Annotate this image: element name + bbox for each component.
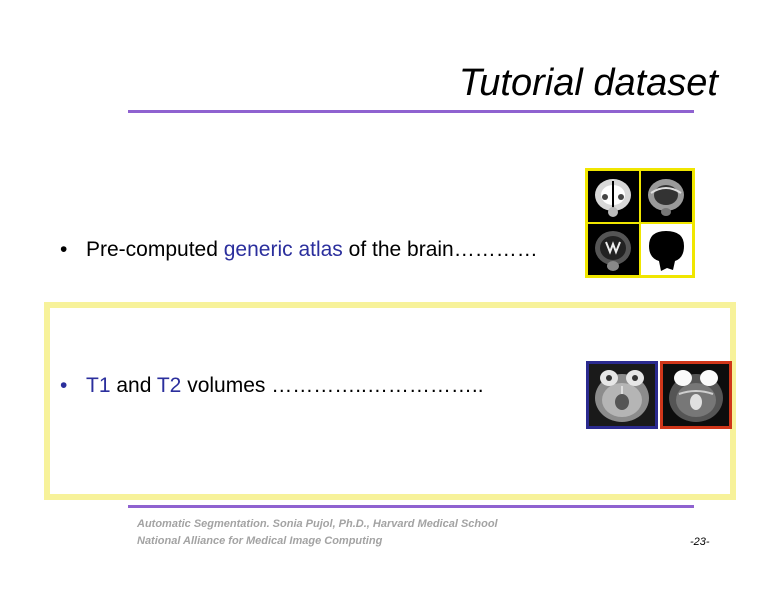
bullet-atlas-highlight: generic atlas <box>223 238 343 261</box>
slide-footer: Automatic Segmentation. Sonia Pujol, Ph.… <box>137 516 498 550</box>
highlight-box <box>44 302 736 500</box>
bullet-marker: • <box>60 238 68 261</box>
atlas-brain-mask-image <box>641 224 692 275</box>
bullet-t1-label: T1 <box>86 374 111 397</box>
bullet-atlas-text-after: of the brain………… <box>342 238 538 261</box>
bullet-marker: • <box>60 374 68 397</box>
bullet-volumes-mid: and <box>110 374 157 397</box>
footer-line-1: Automatic Segmentation. Sonia Pujol, Ph.… <box>137 518 498 530</box>
footer-line-2: National Alliance for Medical Image Comp… <box>137 535 383 547</box>
bullet-atlas-text-before: Pre-computed <box>86 238 224 261</box>
bullet-atlas: • Pre-computed generic atlas of the brain… <box>60 239 538 260</box>
title-divider <box>128 110 694 113</box>
bullet-t2-label: T2 <box>156 374 182 397</box>
brain-atlas-grid-image <box>585 168 695 278</box>
t1-mri-image <box>586 361 658 429</box>
atlas-white-matter-image <box>588 171 639 222</box>
slide-title: Tutorial dataset <box>458 62 718 104</box>
atlas-csf-image <box>588 224 639 275</box>
page-number: -23- <box>690 536 710 548</box>
footer-divider <box>128 505 694 508</box>
atlas-gray-matter-image <box>641 171 692 222</box>
bullet-volumes: • T1 and T2 volumes …………..…………….. <box>60 375 484 396</box>
t2-mri-image <box>660 361 732 429</box>
bullet-volumes-after: volumes …………..…………….. <box>181 374 484 397</box>
